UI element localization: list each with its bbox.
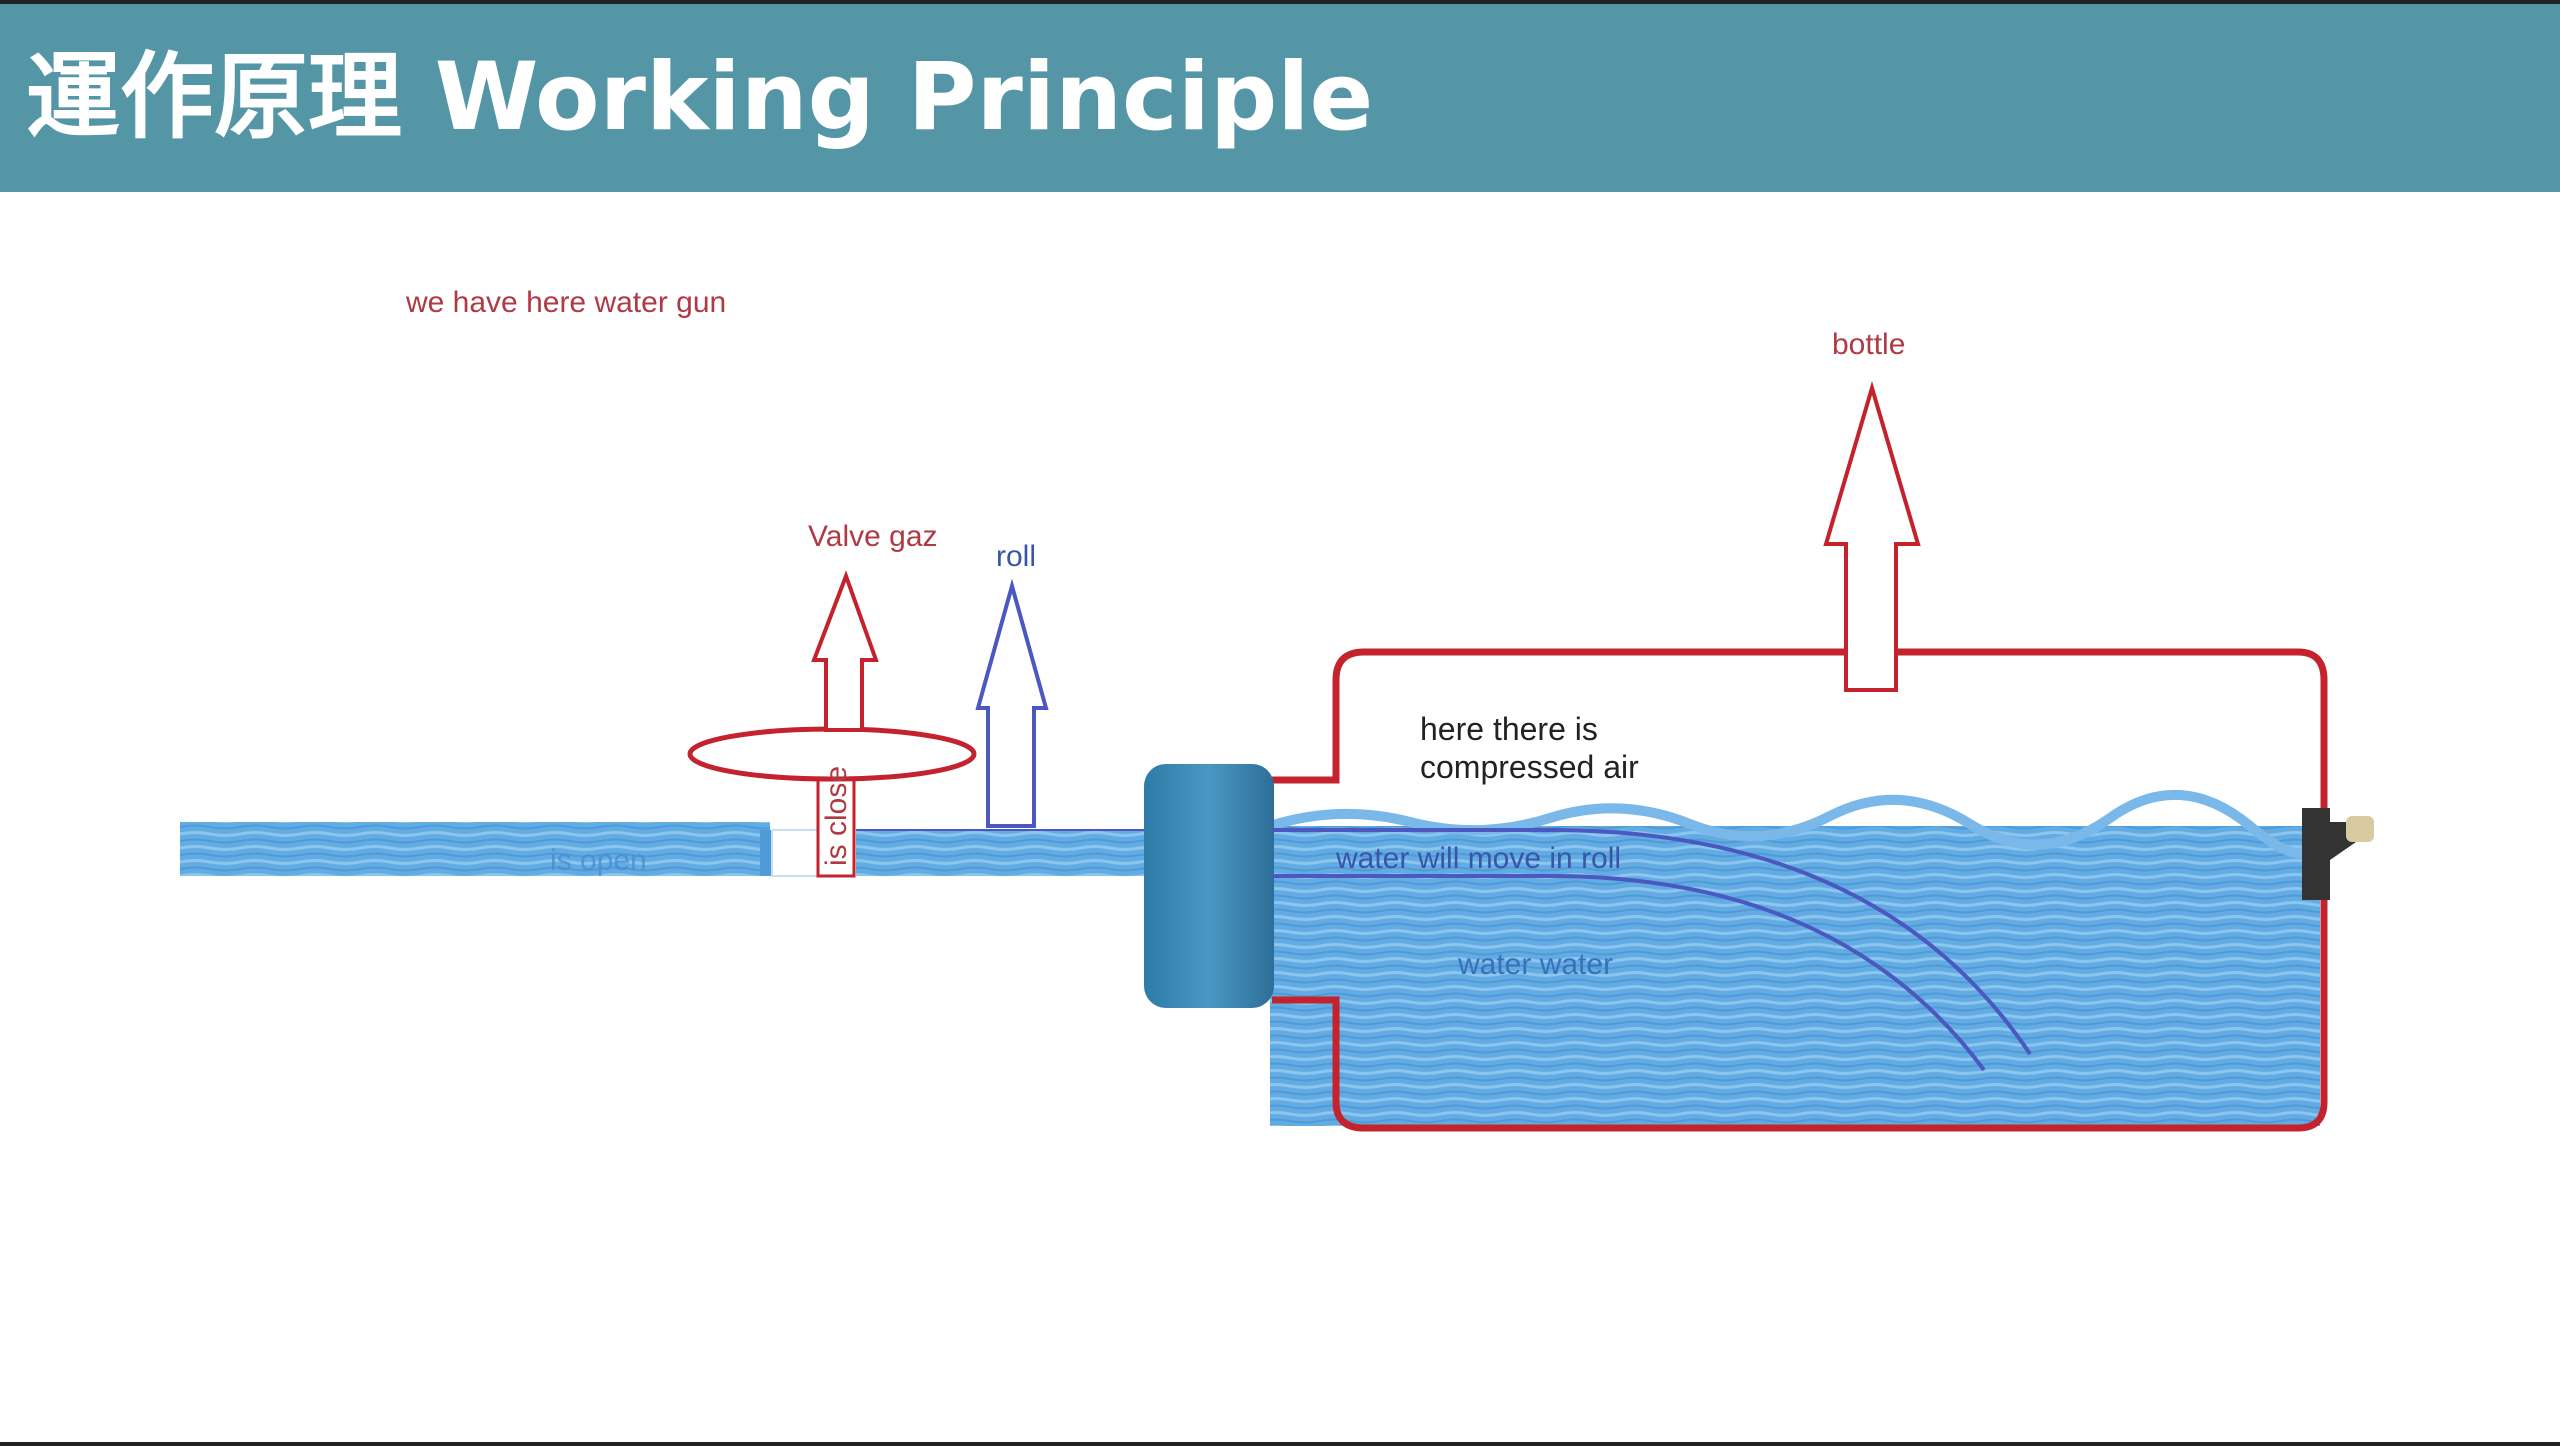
valve-arrow (811, 570, 879, 732)
valve-label: Valve gaz (808, 520, 938, 553)
caption-label: we have here water gun (405, 286, 726, 319)
open-tube (180, 822, 770, 876)
compressed-air-label-2: compressed air (1420, 749, 1639, 785)
roll-pipe-top (1272, 828, 2032, 1056)
water-gun-diagram: we have here water gun Valve gaz roll bo… (180, 286, 2374, 1132)
water-move-label: water will move in roll (1335, 842, 1621, 875)
nozzle (2302, 808, 2356, 900)
water-water-label: water water (1457, 948, 1613, 981)
is-close-label: is close (820, 766, 853, 866)
valve-gap (771, 829, 819, 877)
open-tube-end (760, 830, 772, 876)
slide-title: 運作原理 Working Principle (26, 43, 1374, 152)
roll-pipe-bottom (1272, 874, 1986, 1072)
compressed-air-label-1: here there is (1420, 711, 1598, 747)
roll-label: roll (996, 540, 1036, 573)
bottle-label: bottle (1832, 328, 1905, 361)
bottle-arrow (1823, 380, 1921, 692)
is-open-label: is open (550, 844, 647, 877)
nozzle-tip (2346, 816, 2374, 842)
inner-tube (856, 830, 1146, 876)
title-bar: 運作原理 Working Principle (0, 4, 2560, 192)
roll-arrow (975, 578, 1049, 828)
bottle-cap (1144, 764, 1274, 1008)
